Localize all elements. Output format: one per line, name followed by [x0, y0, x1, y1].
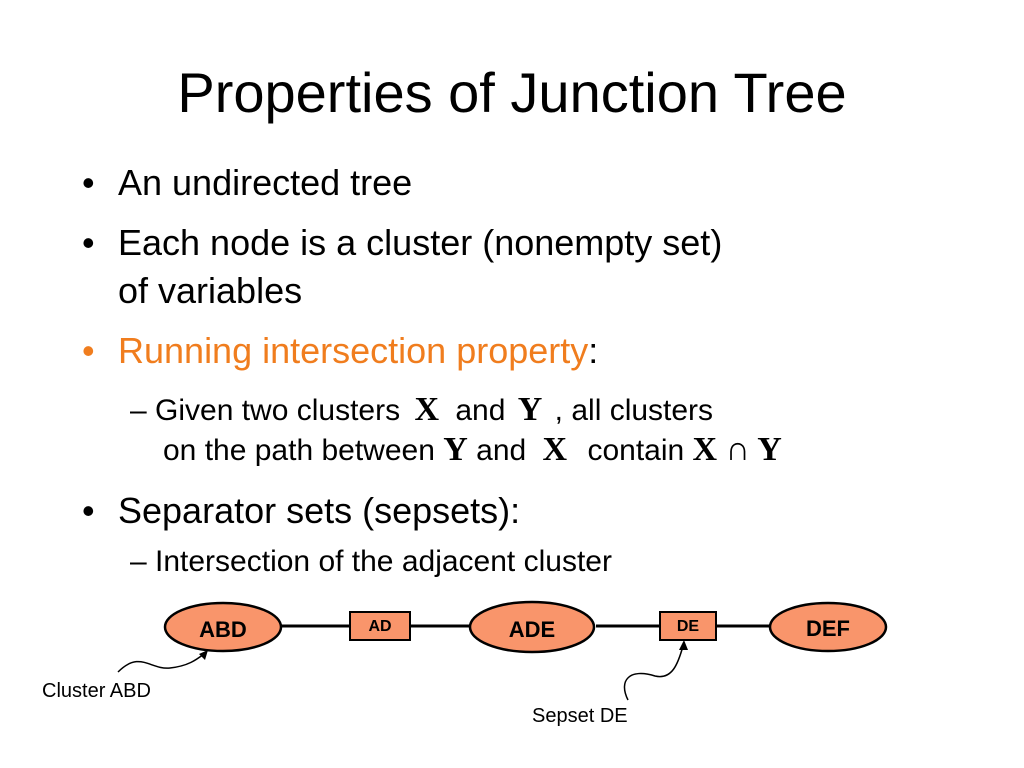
cluster-node-abd — [163, 601, 283, 653]
bullet-cluster-line1: Each node is a cluster (nonempty set) — [118, 222, 723, 263]
math-intersection: X ∩ Y — [692, 431, 782, 468]
given-two-clusters-text: – Given two clusters — [130, 394, 401, 427]
sub-bullet-given-clusters: – Given two clusters X and Y , all clust… — [130, 392, 713, 429]
cluster-node-ade — [468, 600, 596, 654]
and-text: and — [455, 394, 506, 427]
arrowhead-sepset-de — [679, 640, 688, 650]
sub-bullet-intersection: – Intersection of the adjacent cluster — [130, 545, 612, 578]
sub-bullet-path-line: on the path between Y and X contain X ∩ … — [163, 432, 782, 469]
bullet-marker: • — [82, 490, 95, 531]
math-x: X — [414, 391, 440, 428]
bullet-running-intersection: Running intersection property: — [118, 330, 598, 372]
running-intersection-label: Running intersection property — [118, 330, 589, 371]
sepset-node-de — [659, 611, 717, 641]
bullet-cluster-line2: of variables — [118, 270, 303, 311]
and-text-2: and — [476, 434, 527, 467]
bullet-marker: • — [82, 162, 95, 203]
on-path-text: on the path between — [163, 434, 435, 467]
contain-text: contain — [587, 434, 685, 467]
arrow-sepset-de — [623, 645, 684, 701]
bullet-separator-sets: Separator sets (sepsets): — [118, 490, 521, 531]
bullet-marker: • — [82, 222, 95, 263]
cluster-label-def: DEF — [806, 616, 850, 641]
math-y-2: Y — [443, 431, 468, 468]
cluster-label-ade: ADE — [509, 617, 555, 642]
arrow-cluster-abd — [117, 653, 205, 673]
cluster-label-abd: ABD — [199, 617, 247, 642]
bullet-undirected-tree: An undirected tree — [118, 162, 413, 203]
math-x-2: X — [542, 431, 568, 468]
bullet-marker-highlight: • — [82, 330, 95, 371]
sepset-label-ad: AD — [368, 618, 391, 635]
annotation-sepset-de: Sepset DE — [532, 705, 628, 727]
slide-title: Properties of Junction Tree — [177, 61, 847, 124]
sepset-node-ad — [349, 611, 411, 641]
arrowhead-cluster-abd — [199, 650, 208, 660]
sepset-label-de: DE — [677, 618, 700, 635]
cluster-node-def — [768, 601, 888, 653]
colon: : — [588, 330, 599, 371]
math-y: Y — [517, 391, 543, 428]
annotation-cluster-abd: Cluster ABD — [42, 680, 151, 702]
all-clusters-text: , all clusters — [554, 394, 714, 427]
